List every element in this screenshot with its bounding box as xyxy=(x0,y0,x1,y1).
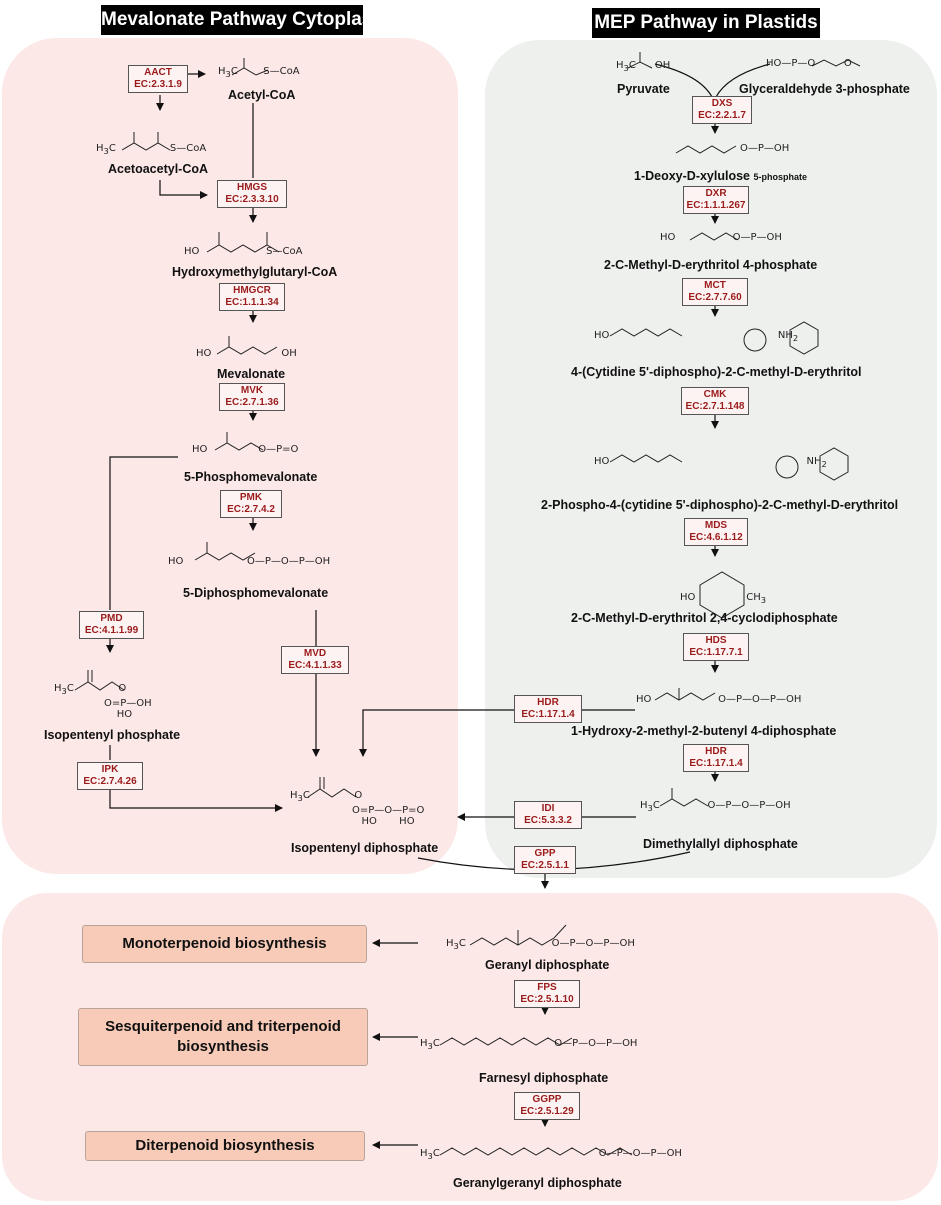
chem-hmgcoa: HO S—CoA xyxy=(184,246,303,257)
chem-ggpp: H3C O—P—O—P—OH xyxy=(420,1148,682,1161)
chem-acetylcoa: H3C S—CoA xyxy=(218,66,300,79)
struct-dmapp xyxy=(659,798,709,807)
label-mep: 2-C-Methyl-D-erythritol 4-phosphate xyxy=(604,258,818,272)
label-phosphomevalonate: 5-Phosphomevalonate xyxy=(184,470,318,484)
chem-ip: H3C O xyxy=(54,683,127,696)
chem-hmbpp: HO O—P—O—P—OH xyxy=(636,694,802,705)
struct-fpp xyxy=(439,1037,573,1046)
chem-cdpme: HO NH2 xyxy=(594,330,799,343)
mva-header: Mevalonate Pathway Cytoplasm xyxy=(101,5,389,35)
arrow-acetoacetyl-hmgs xyxy=(159,180,208,199)
arrow-ipk xyxy=(109,790,283,812)
chem-mevalonate: HO OH xyxy=(196,348,297,359)
chem-ipp: H3C O xyxy=(290,790,363,803)
label-dmapp: Dimethylallyl diphosphate xyxy=(643,837,798,851)
label-pyruvate: Pyruvate xyxy=(617,82,670,96)
label-ggpp: Geranylgeranyl diphosphate xyxy=(453,1176,622,1190)
struct-g3p xyxy=(811,59,861,67)
label-gpp: Geranyl diphosphate xyxy=(485,958,610,972)
struct-mep xyxy=(689,232,739,241)
label-fpp: Farnesyl diphosphate xyxy=(479,1071,609,1085)
mep-header: MEP Pathway in Plastids xyxy=(592,8,820,38)
label-g3p: Glyceraldehyde 3-phosphate xyxy=(739,82,910,96)
label-isopentenyl-phosphate: Isopentenyl phosphate xyxy=(44,728,181,742)
output-monoterpenoid[interactable]: Monoterpenoid biosynthesis xyxy=(82,925,367,963)
struct-hmbpp xyxy=(654,692,716,701)
chem-mep: HO O—P—OH xyxy=(660,232,782,243)
label-cdp-me: 4-(Cytidine 5'-diphospho)-2-C-methyl-D-e… xyxy=(571,365,862,379)
label-diphosphomevalonate: 5-Diphosphomevalonate xyxy=(183,586,329,600)
chem-pyruvate: H3C OH xyxy=(616,60,671,73)
chem-ip-p: O=P—OH HO xyxy=(104,698,152,720)
output-diterpenoid[interactable]: Diterpenoid biosynthesis xyxy=(85,1131,365,1161)
chem-gpp: H3C O—P—O—P—OH xyxy=(446,938,635,951)
chem-dxp: O—P—OH xyxy=(740,143,790,154)
label-mecpp: 2-C-Methyl-D-erythritol 2,4-cyclodiphosp… xyxy=(571,611,838,625)
chem-fpp: H3C O—P—O—P—OH xyxy=(420,1038,638,1051)
line-g3p-dxs xyxy=(715,63,771,98)
mva-panel xyxy=(2,38,458,874)
struct-mecpp xyxy=(699,571,745,619)
output-sesquiterpenoid[interactable]: Sesquiterpenoid and triterpenoid biosynt… xyxy=(78,1008,368,1066)
struct-pmva xyxy=(214,442,264,451)
label-acetyl-coa: Acetyl-CoA xyxy=(228,88,296,102)
chem-ipp-p: O=P—O—P=O HO HO xyxy=(352,805,425,827)
struct-ggpp xyxy=(439,1147,633,1156)
struct-dpmva xyxy=(194,552,256,561)
chem-mecpp: HO CH3 xyxy=(680,592,767,605)
label-hmg-coa: Hydroxymethylglutaryl-CoA xyxy=(172,265,338,279)
mep-panel xyxy=(485,40,937,878)
struct-acetoacetyl xyxy=(121,142,171,151)
line-pyruvate-dxs xyxy=(654,63,713,98)
struct-cdpmep xyxy=(609,454,683,463)
chem-acetoacetyl: H3C S—CoA xyxy=(96,143,207,156)
label-mevalonate: Mevalonate xyxy=(217,367,286,381)
struct-acetylcoa xyxy=(231,67,269,76)
struct-cdpme xyxy=(609,328,683,337)
chem-dpmva: HO O—P—O—P—OH xyxy=(168,556,331,567)
chem-cdpmep: HO NH2 xyxy=(594,456,827,469)
line-phosphomva-pmd xyxy=(109,456,178,610)
struct-ipp xyxy=(307,788,357,798)
struct-dxp xyxy=(675,145,737,154)
label-dxp: 1-Deoxy-D-xylulose 5-phosphate xyxy=(634,169,808,183)
arrow-hdr1 xyxy=(359,709,514,757)
label-acetoacetyl-coa: Acetoacetyl-CoA xyxy=(108,162,209,176)
label-cdp-mep: 2-Phospho-4-(cytidine 5'-diphospho)-2-C-… xyxy=(541,498,899,512)
struct-mevalonate xyxy=(216,346,278,355)
chem-dmapp: H3C O—P—O—P—OH xyxy=(640,800,791,813)
label-hmbpp: 1-Hydroxy-2-methyl-2-butenyl 4-diphospha… xyxy=(571,724,837,738)
chem-pmva: HO O—P=O xyxy=(192,444,299,455)
chem-g3p: HO—P—O O xyxy=(766,58,852,69)
struct-ip xyxy=(74,681,125,691)
label-ipp: Isopentenyl diphosphate xyxy=(291,841,439,855)
